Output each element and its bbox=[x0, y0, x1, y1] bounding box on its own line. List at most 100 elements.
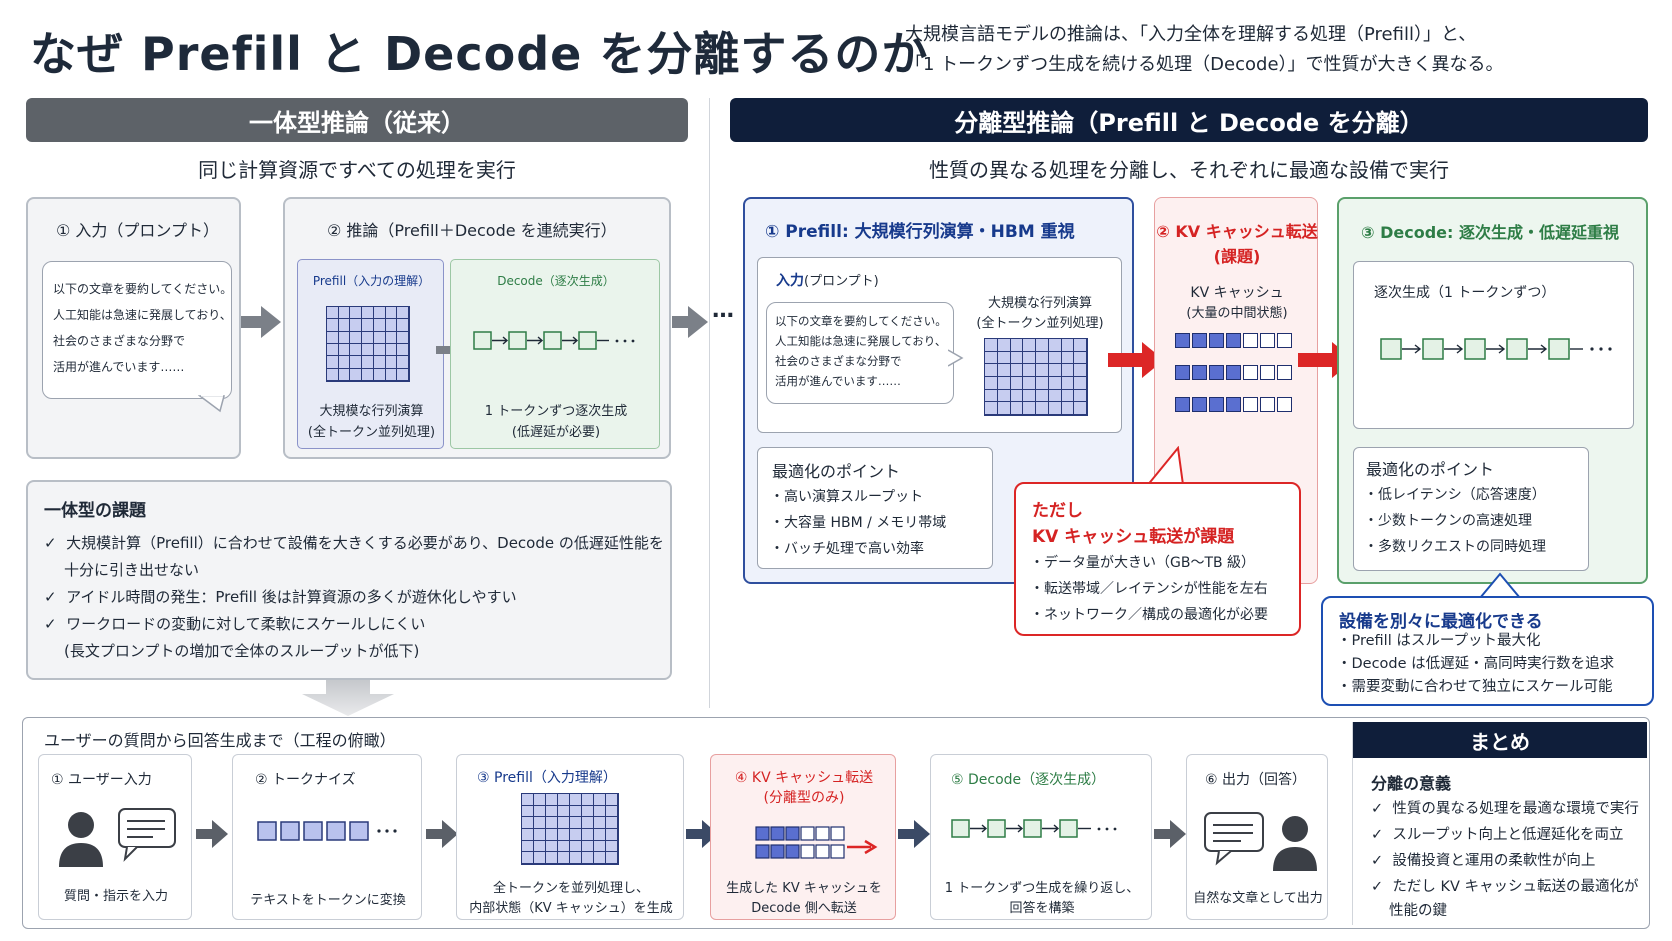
kv-title-1: ② KV キャッシュ転送 bbox=[1156, 222, 1318, 241]
callout-tail-icon bbox=[1479, 572, 1521, 598]
flow-step-desc: 質問・指示を入力 bbox=[63, 889, 168, 904]
flow-step-desc: 全トークンを並列処理し、 bbox=[492, 881, 649, 896]
subtitle-line-2: 「1 トークンずつ生成を続ける処理（Decode）」で性質が大きく異なる。 bbox=[905, 54, 1504, 75]
arrow-right-icon bbox=[1154, 820, 1186, 848]
issue-item: ✓ 大規模計算（Prefill）に合わせて設備を大きくする必要があり、Decod… bbox=[44, 534, 664, 552]
summary-panel: まとめ 分離の意義 ✓ 性質の異なる処理を最適な環境で実行 ✓ スループット向上… bbox=[1352, 722, 1647, 925]
summary-list: ✓ 性質の異なる処理を最適な環境で実行 ✓ スループット向上と低遅延化を両立 ✓… bbox=[1371, 796, 1639, 922]
matrix-grid-icon bbox=[521, 793, 619, 865]
prefill-opt-title: 最適化のポイント bbox=[772, 462, 901, 481]
flow-step-desc-2: 内部状態（KV キャッシュ）を生成 bbox=[469, 901, 673, 916]
kv-transfer-icon bbox=[755, 826, 878, 859]
check-icon: ✓ bbox=[44, 534, 57, 552]
left-input-panel: ① 入力（プロンプト） 以下の文章を要約してください。 人工知能は急速に発展して… bbox=[26, 197, 241, 459]
prefill-prompt-line-4: 活用が進んでいます…… bbox=[775, 374, 901, 388]
left-infer-title: ② 推論（Prefill＋Decode を連続実行） bbox=[327, 221, 617, 240]
summary-item-tail: 性能の鍵 bbox=[1389, 903, 1447, 919]
flow-step-output: ⑥ 出力（回答） 自然な文章として出力 bbox=[1186, 754, 1328, 920]
left-inference-panel: ② 推論（Prefill＋Decode を連続実行） Prefill（入力の理解… bbox=[283, 197, 671, 459]
flow-step-user-input: ① ユーザー入力 質問・指示を入力 bbox=[38, 754, 192, 920]
left-prefill-label: Prefill（入力の理解） bbox=[312, 274, 431, 288]
summary-item: ✓ スループット向上と低遅延化を両立 bbox=[1371, 827, 1624, 843]
flow-step-title: ③ Prefill（入力理解） bbox=[477, 770, 617, 786]
decode-seq-label: 逐次生成（1 トークンずつ） bbox=[1374, 285, 1556, 301]
issue-item-cont: 十分に引き出せない bbox=[64, 561, 200, 579]
left-prefill-box: Prefill（入力の理解） 大規模な行列演算 (全トークン並列処理) bbox=[297, 259, 444, 449]
prefill-matrix-label-1: 大規模な行列演算 bbox=[987, 296, 1092, 311]
caveat-callout: ただし KV キャッシュ転送が課題 ・データ量が大きい（GB〜TB 級） ・転送… bbox=[1014, 482, 1301, 636]
flow-step-tokenize: ② トークナイズ テキストをトークンに変換 bbox=[232, 754, 422, 920]
summary-item: ✓ 性質の異なる処理を最適な環境で実行 bbox=[1371, 801, 1639, 817]
caveat-item: ・転送帯域／レイテンシが性能を左右 bbox=[1030, 581, 1268, 597]
flow-step-kv-transfer: ④ KV キャッシュ転送 (分離型のみ) 生成した KV キャッシュを Deco… bbox=[710, 754, 896, 920]
prefill-input-label-group: 入力(プロンプト) bbox=[776, 273, 879, 289]
prefill-prompt-bubble: 以下の文章を要約してください。 人工知能は急速に発展しており、 社会のさまざまな… bbox=[766, 302, 954, 404]
left-caption: 同じ計算資源ですべての処理を実行 bbox=[198, 158, 516, 182]
check-icon: ✓ bbox=[1371, 879, 1384, 895]
bubble-tail-icon bbox=[948, 349, 964, 367]
flow-step-desc-2: Decode 側へ転送 bbox=[751, 901, 857, 916]
matrix-grid-icon bbox=[326, 306, 410, 382]
flow-step-desc: テキストをトークンに変換 bbox=[250, 893, 406, 908]
summary-title: 分離の意義 bbox=[1371, 774, 1452, 793]
prefill-matrix-label-2: (全トークン並列処理) bbox=[976, 316, 1104, 331]
decode-opt-title: 最適化のポイント bbox=[1366, 460, 1495, 479]
check-icon: ✓ bbox=[44, 588, 57, 606]
flow-step-title: ① ユーザー入力 bbox=[51, 772, 152, 788]
decode-opt-item: ・低レイテンシ（応答速度） bbox=[1364, 487, 1546, 503]
caveat-item: ・データ量が大きい（GB〜TB 級） bbox=[1030, 555, 1256, 571]
flow-step-desc: 1 トークンずつ生成を繰り返し、 bbox=[944, 881, 1140, 896]
left-input-title: ① 入力（プロンプト） bbox=[56, 221, 219, 240]
prefill-panel-title: ① Prefill: 大規模行列演算・HBM 重視 bbox=[765, 222, 1075, 242]
check-icon: ✓ bbox=[1371, 801, 1384, 817]
prefill-prompt-line-2: 人工知能は急速に発展しており、 bbox=[775, 334, 947, 348]
prefill-opt-item: ・大容量 HBM / メモリ帯域 bbox=[770, 515, 947, 531]
right-section-band: 分離型推論（Prefill と Decode を分離） bbox=[730, 98, 1648, 142]
benefit-callout: 設備を別々に最適化できる ・Prefill はスループット最大化 ・Decode… bbox=[1321, 596, 1654, 706]
matrix-grid-icon bbox=[984, 338, 1088, 416]
bubble-tail-icon bbox=[198, 395, 225, 413]
token-sequence-icon bbox=[473, 331, 635, 350]
check-icon: ✓ bbox=[1371, 853, 1384, 869]
prefill-input-box: 入力(プロンプト) 以下の文章を要約してください。 人工知能は急速に発展しており… bbox=[757, 257, 1122, 433]
benefit-item: ・需要変動に合わせて独立にスケール可能 bbox=[1337, 679, 1613, 695]
connector-ellipsis: … bbox=[712, 298, 735, 323]
kv-cache-blocks-icon bbox=[1175, 333, 1305, 429]
arrow-right-icon bbox=[196, 820, 228, 848]
arrow-down-icon bbox=[302, 680, 394, 716]
callout-tail-icon bbox=[1141, 446, 1185, 492]
kv-label-2: (大量の中間状態) bbox=[1186, 306, 1288, 321]
decode-opt-box: 最適化のポイント ・低レイテンシ（応答速度） ・少数トークンの高速処理 ・多数リ… bbox=[1353, 447, 1589, 571]
issue-item: ✓ アイドル時間の発生：Prefill 後は計算資源の多くが遊休化しやすい bbox=[44, 588, 517, 606]
prefill-opt-list: ・高い演算スループット ・大容量 HBM / メモリ帯域 ・バッチ処理で高い効率 bbox=[770, 484, 946, 562]
flow-step-title: ② トークナイズ bbox=[255, 772, 356, 788]
token-sequence-icon bbox=[1380, 338, 1612, 360]
decode-panel: ③ Decode: 逐次生成・低遅延重視 逐次生成（1 トークンずつ） 最適化の… bbox=[1337, 197, 1648, 584]
prefill-panel: ① Prefill: 大規模行列演算・HBM 重視 入力(プロンプト) 以下の文… bbox=[743, 197, 1134, 584]
decode-panel-title: ③ Decode: 逐次生成・低遅延重視 bbox=[1361, 223, 1620, 242]
chat-user-icon bbox=[1204, 812, 1317, 871]
arrow-right-icon bbox=[426, 820, 458, 848]
prefill-opt-box: 最適化のポイント ・高い演算スループット ・大容量 HBM / メモリ帯域 ・バ… bbox=[757, 447, 993, 569]
kv-label-1: KV キャッシュ bbox=[1190, 285, 1284, 301]
flow-step-desc-2: 回答を構築 bbox=[1009, 901, 1075, 916]
user-chat-icon bbox=[59, 808, 176, 867]
left-prompt-line-1: 以下の文章を要約してください。 bbox=[53, 282, 233, 296]
left-prefill-desc-2: (全トークン並列処理) bbox=[307, 425, 436, 440]
caveat-item: ・ネットワーク／構成の最適化が必要 bbox=[1030, 607, 1268, 623]
right-caption: 性質の異なる処理を分離し、それぞれに最適な設備で実行 bbox=[929, 158, 1449, 182]
left-decode-desc-2: (低遅延が必要) bbox=[511, 425, 601, 440]
decode-opt-list: ・低レイテンシ（応答速度） ・少数トークンの高速処理 ・多数リクエストの同時処理 bbox=[1364, 482, 1546, 560]
left-section-band: 一体型推論（従来） bbox=[26, 98, 688, 142]
flow-step-prefill: ③ Prefill（入力理解） 全トークンを並列処理し、 内部状態（KV キャッ… bbox=[456, 754, 684, 920]
benefit-list: ・Prefill はスループット最大化 ・Decode は低遅延・高同時実行数を… bbox=[1337, 630, 1614, 699]
prefill-opt-item: ・高い演算スループット bbox=[770, 489, 924, 505]
benefit-title: 設備を別々に最適化できる bbox=[1339, 612, 1543, 632]
left-prompt-line-3: 社会のさまざまな分野で bbox=[53, 334, 186, 348]
summary-item: ✓ ただし KV キャッシュ転送の最適化が bbox=[1371, 879, 1639, 895]
flow-title: ユーザーの質問から回答生成まで（工程の俯瞰） bbox=[44, 731, 396, 750]
subtitle-line-1: 大規模言語モデルの推論は、「入力全体を理解する処理（Prefill）」と、 bbox=[905, 24, 1477, 45]
issues-title: 一体型の課題 bbox=[44, 501, 146, 521]
issue-item-cont: (長文プロンプトの増加で全体のスループットが低下) bbox=[64, 642, 420, 660]
left-issues-panel: 一体型の課題 ✓ 大規模計算（Prefill）に合わせて設備を大きくする必要があ… bbox=[26, 480, 672, 680]
